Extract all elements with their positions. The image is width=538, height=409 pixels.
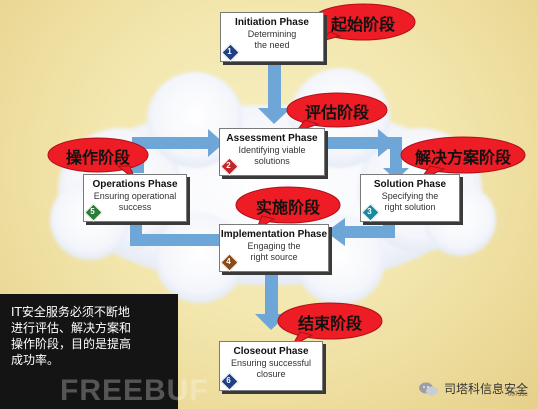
initiation-phase-title: Initiation Phase: [235, 17, 309, 28]
implementation-phase-title: Implementation Phase: [220, 229, 328, 240]
closeout-phase-title: Closeout Phase: [233, 346, 309, 357]
solution-phase-box: Solution Phase Specifying the right solu…: [360, 174, 460, 222]
caption-box: IT安全服务必须不断地 进行评估、解决方案和 操作阶段，目的是提高 成功率。: [0, 294, 178, 409]
phase-number: 1: [227, 47, 232, 56]
initiation-callout: 起始阶段: [330, 15, 395, 34]
closeout-phase-desc-line1: Ensuring successful: [230, 358, 312, 368]
phase-number: 2: [226, 161, 231, 170]
operations-phase-box: Operations Phase Ensuring operational su…: [83, 174, 187, 222]
solution-callout: 解决方案阶段: [414, 148, 511, 167]
phase-number: 3: [367, 207, 372, 216]
phase-number: 4: [226, 257, 231, 266]
closeout-phase-box: Closeout Phase Ensuring successful closu…: [219, 341, 323, 391]
phase-number: 5: [90, 207, 95, 216]
operations-phase-title: Operations Phase: [92, 179, 178, 190]
initiation-phase-desc-line2: the need: [254, 40, 290, 50]
brand-name: 司塔科信息安全: [444, 382, 529, 396]
assessment-phase-desc-line1: Identifying viable: [238, 145, 306, 155]
caption-line-1: IT安全服务必须不断地: [11, 305, 130, 319]
implementation-phase-desc-line1: Engaging the: [247, 241, 301, 251]
implementation-callout: 实施阶段: [255, 198, 320, 217]
watermark-text: FREEBUF: [60, 374, 209, 407]
solution-phase-title: Solution Phase: [373, 179, 447, 190]
flow-arrows: [122, 65, 409, 330]
solution-phase-desc-line1: Specifying the: [381, 191, 439, 201]
initiation-phase-box: Initiation Phase Determining the need 1: [220, 12, 324, 62]
assessment-callout: 评估阶段: [304, 103, 369, 122]
implementation-phase-desc-line2: right source: [250, 252, 298, 262]
brand-mark: 司塔科信息安全: [418, 380, 528, 397]
wechat-icon: [418, 381, 440, 397]
caption-line-4: 成功率。: [11, 353, 60, 367]
operations-callout: 操作阶段: [65, 148, 130, 167]
operations-phase-desc-line2: success: [118, 202, 152, 212]
phase-number: 6: [226, 376, 231, 385]
initiation-phase-desc-line1: Determining: [247, 29, 297, 39]
callout-bubbles: [47, 3, 526, 348]
caption-line-2: 进行评估、解决方案和: [11, 321, 132, 335]
implementation-phase-box: Implementation Phase Engaging the right …: [219, 224, 329, 272]
assessment-phase-desc-line2: solutions: [254, 156, 290, 166]
figure-code: 00733c: [508, 392, 528, 398]
assessment-phase-box: Assessment Phase Identifying viable solu…: [219, 128, 325, 176]
closeout-phase-desc-line2: closure: [256, 369, 286, 379]
operations-phase-desc-line1: Ensuring operational: [93, 191, 177, 201]
caption-text: IT安全服务必须不断地 进行评估、解决方案和 操作阶段，目的是提高 成功率。: [11, 304, 171, 368]
solution-phase-desc-line2: right solution: [384, 202, 436, 212]
assessment-phase-title: Assessment Phase: [226, 133, 318, 144]
closeout-callout: 结束阶段: [297, 314, 362, 333]
caption-line-3: 操作阶段，目的是提高: [11, 337, 132, 351]
